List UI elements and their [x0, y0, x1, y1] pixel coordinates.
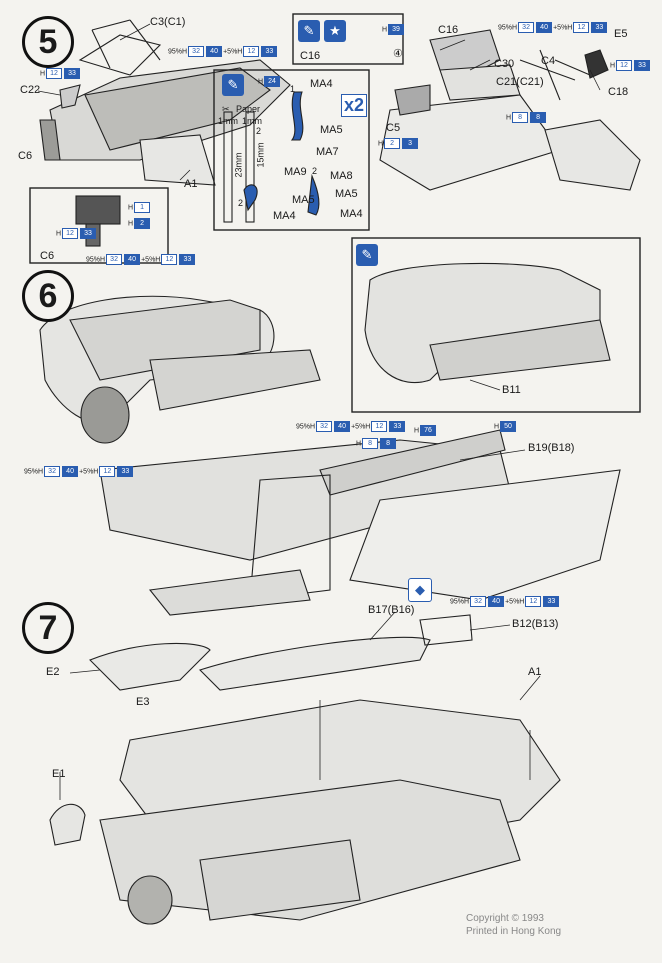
part-label-ma5b: MA5 — [292, 194, 315, 206]
part-label-e1: E1 — [52, 768, 66, 780]
part-label-b17: B17(B16) — [368, 604, 415, 616]
part-label-c18: C18 — [608, 86, 629, 98]
ma-index-2: 2 — [256, 126, 262, 136]
part-label-e2: E2 — [46, 666, 60, 678]
part-label-c16-box: C16 — [300, 50, 321, 62]
part-label-ma9: MA9 — [284, 166, 307, 178]
part-label-c3c1: C3(C1) — [150, 16, 186, 28]
ma-index-2b: 2 — [238, 198, 244, 208]
part-label-e3: E3 — [136, 696, 150, 708]
part-label-c6: C6 — [18, 150, 33, 162]
part-label-c4: C4 — [541, 55, 556, 67]
scissors-icon: ✂ — [222, 104, 230, 114]
part-label-ma8: MA8 — [330, 170, 353, 182]
step-6-number: 6 — [22, 270, 74, 322]
mm-label-15: 15mm — [255, 142, 266, 168]
part-label-e5: E5 — [614, 28, 628, 40]
mm-label-b: 1mm — [242, 116, 262, 126]
part-label-c21: C21(C21) — [496, 76, 544, 88]
step-7-number: 7 — [22, 602, 74, 654]
part-label-b12: B12(B13) — [512, 618, 559, 630]
decal-number-4: ④ — [393, 48, 403, 60]
mm-label-23: 23mm — [233, 152, 244, 178]
ma-index-2c: 2 — [312, 166, 318, 176]
quantity-x2-badge: x2 — [341, 94, 368, 117]
part-label-c16: C16 — [438, 24, 459, 36]
part-label-c30: C30 — [494, 58, 515, 70]
copyright-line: Copyright © 1993 — [466, 913, 544, 924]
part-label-c6-inset: C6 — [40, 250, 55, 262]
part-label-ma5a: MA5 — [320, 124, 343, 136]
ma-index-1: 1 — [290, 84, 296, 94]
mm-label-a: 1mm — [218, 116, 238, 126]
part-label-ma5c: MA5 — [335, 188, 358, 200]
part-label-ma7: MA7 — [316, 146, 339, 158]
part-label-a1-step7: A1 — [528, 666, 542, 678]
part-label-b11: B11 — [502, 384, 521, 396]
part-label-ma4b: MA4 — [273, 210, 296, 222]
part-label-b19: B19(B18) — [528, 442, 575, 454]
step-5-number: 5 — [22, 16, 74, 68]
star-icon: ★ — [324, 20, 346, 42]
part-label-c22: C22 — [20, 84, 41, 96]
glue-icon: ◆ — [408, 578, 432, 602]
paper-label: Paper — [236, 104, 261, 114]
part-label-ma4a: MA4 — [310, 78, 333, 90]
part-label-a1: A1 — [184, 178, 198, 190]
paint-brush-icon: ✎ — [298, 20, 320, 42]
paint-brush-icon: ✎ — [356, 244, 378, 266]
paint-brush-icon: ✎ — [222, 74, 244, 96]
part-label-ma4c: MA4 — [340, 208, 363, 220]
part-label-c5: C5 — [386, 122, 401, 134]
printed-in-line: Printed in Hong Kong — [466, 926, 562, 937]
